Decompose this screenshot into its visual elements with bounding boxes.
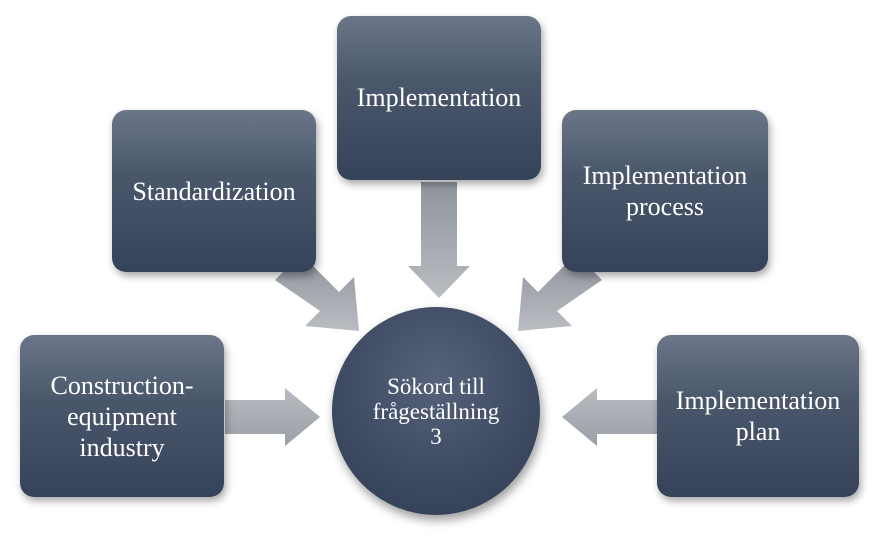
node-label: Standardization: [132, 176, 296, 206]
node-construction-equipment-industry: Construction- equipment industry: [20, 335, 224, 497]
arrow-implementation-process: [518, 254, 602, 331]
node-standardization: Standardization: [112, 110, 316, 272]
node-implementation-process: Implementation process: [562, 110, 768, 272]
node-implementation: Implementation: [337, 16, 541, 180]
node-implementation-plan: Implementation plan: [657, 335, 859, 497]
node-label: Implementation plan: [675, 386, 841, 446]
arrow-construction-equipment-industry: [225, 388, 320, 446]
center-node: Sökord till frågeställning 3: [332, 307, 540, 515]
center-node-label: Sökord till frågeställning 3: [372, 373, 500, 449]
arrow-implementation: [408, 182, 470, 298]
arrow-standardization: [275, 254, 359, 331]
node-label: Implementation process: [582, 161, 748, 221]
node-label: Construction- equipment industry: [50, 370, 194, 462]
node-label: Implementation: [356, 83, 522, 112]
arrow-implementation-plan: [562, 388, 657, 446]
